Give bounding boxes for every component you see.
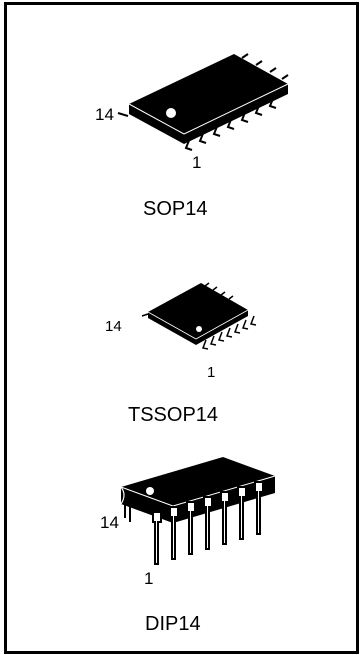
dip14-pin1-dot [146,487,154,495]
tssop14-pin14-label: 14 [105,318,122,335]
sop14-pin1-dot [166,108,176,118]
tssop14-body-front [148,312,196,345]
tssop14-package [141,282,257,350]
dip14-front-pins [152,481,264,565]
tssop14-pin1-dot [196,326,202,332]
tssop14-name-label: TSSOP14 [128,404,218,426]
sop14-name-label: SOP14 [143,198,207,220]
dip14-body-top [121,457,275,506]
sop14-pin1-label: 1 [192,153,201,172]
tssop14-body-top [148,283,248,339]
sop14-body-side [184,84,288,144]
tssop14-pins [201,315,257,350]
tssop14-pin1-label: 1 [207,364,215,381]
sop14-package [117,53,289,151]
dip14-pin14-label: 14 [100,513,119,532]
sop14-body-front [129,104,184,144]
dip14-package [120,457,276,565]
dip14-name-label: DIP14 [145,613,201,635]
sop14-pin14-label: 14 [95,105,114,124]
tssop14-body-side [196,310,248,345]
dip14-pin1-label: 1 [144,569,153,588]
